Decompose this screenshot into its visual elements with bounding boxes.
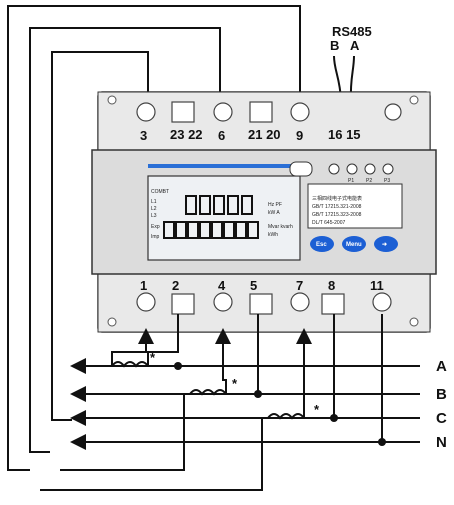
indicator-p2 (364, 163, 376, 175)
arrow-right-icon: ➜ (382, 242, 387, 248)
energy-meter: 3 23 22 6 21 20 9 16 15 COMBT L1 L2 L3 E… (91, 91, 437, 333)
phase-label-c: C (436, 410, 447, 427)
ir-window (289, 161, 313, 177)
junction-dots (174, 362, 386, 446)
terminal-label-16-15: 16 15 (328, 127, 361, 142)
terminal-label-3: 3 (140, 128, 147, 143)
current-secondary-wires (40, 314, 383, 491)
bottom-terminal-block: 1 2 4 5 7 8 11 (107, 278, 419, 327)
menu-button[interactable]: Menu (342, 236, 366, 252)
lcd-line-l3: L3 (151, 213, 157, 219)
lcd-digits (163, 195, 259, 239)
indicator-label-p2: P2 (366, 178, 372, 184)
lcd-line-imp: Imp (151, 234, 160, 240)
terminal-label-2: 2 (172, 278, 179, 293)
lcd-unit-kw-a: kW A (268, 210, 280, 216)
rs485-title: RS485 (332, 24, 372, 39)
phase-lines (70, 358, 420, 450)
phase-label-a: A (436, 358, 447, 375)
lcd-line-l2: L2 (151, 206, 157, 212)
polarity-mark-c: * (314, 402, 320, 417)
polarity-mark-b: * (232, 376, 238, 391)
nameplate-standard-1: GB/T 17215.321-2008 (312, 204, 362, 210)
indicator-p1 (346, 163, 358, 175)
lcd-unit-hz-pf: Hz PF (268, 202, 282, 208)
phase-label-b: B (436, 386, 447, 403)
terminal-label-9: 9 (296, 128, 303, 143)
lcd-line-exp: Exp (151, 224, 160, 230)
lcd-unit-mvar: Mvar kvarh (268, 224, 293, 230)
nameplate (307, 183, 403, 229)
esc-button-label: Esc (316, 242, 327, 248)
terminal-label-1: 1 (140, 278, 147, 293)
terminal-label-5: 5 (250, 278, 257, 293)
terminal-label-23-22: 23 22 (170, 127, 203, 142)
front-panel: COMBT L1 L2 L3 Exp Imp Hz PF kW A Mvar k… (147, 161, 403, 261)
phase-label-n: N (436, 434, 447, 451)
voltage-wire-loops (7, 5, 301, 471)
rs485-label-b: B (330, 38, 339, 53)
terminal-label-4: 4 (218, 278, 226, 293)
nameplate-standard-2: GB/T 17215.323-2008 (312, 212, 362, 218)
pulse-led (328, 163, 340, 175)
lcd-display (147, 175, 301, 261)
lcd-unit-kwh: kWh (268, 232, 278, 238)
rs485-label-a: A (350, 38, 360, 53)
terminal-label-21-20: 21 20 (248, 127, 281, 142)
terminal-label-8: 8 (328, 278, 335, 293)
indicator-p3 (382, 163, 394, 175)
terminal-label-7: 7 (296, 278, 303, 293)
current-transformers (111, 361, 305, 420)
terminal-label-6: 6 (218, 128, 225, 143)
menu-button-label: Menu (346, 242, 362, 248)
nameplate-title: 三相四线电子式电能表 (312, 195, 362, 202)
indicator-label-p1: P1 (348, 178, 354, 184)
terminal-label-11: 11 (370, 278, 384, 293)
indicator-label-p3: P3 (384, 178, 390, 184)
next-button[interactable]: ➜ (374, 236, 398, 252)
esc-button[interactable]: Esc (310, 236, 334, 252)
lcd-line-combt: COMBT (151, 189, 169, 195)
nameplate-standard-3: DL/T 645-2007 (312, 220, 345, 226)
lcd-line-l1: L1 (151, 199, 157, 205)
top-terminal-block: 3 23 22 6 21 20 9 16 15 (107, 95, 419, 143)
polarity-mark-a: * (150, 350, 156, 365)
